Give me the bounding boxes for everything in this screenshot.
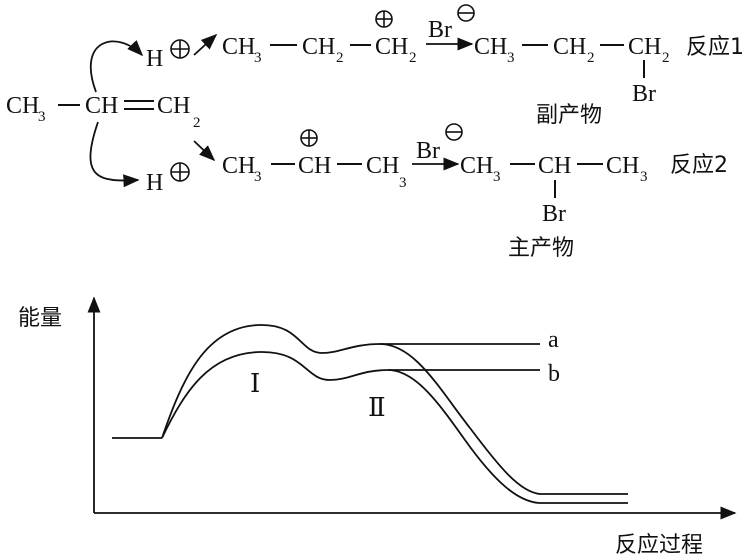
arrow-to-primary-carbocation <box>193 33 218 56</box>
proton-top-h: H <box>146 46 163 72</box>
main-product-label: 主产物 <box>508 236 574 261</box>
r2-product-ch3-right: CH <box>606 153 639 179</box>
circled-plus-icon <box>375 10 393 28</box>
r2-product-ch3-left-subscript: 3 <box>493 169 501 185</box>
r2-cation-ch3-left-subscript: 3 <box>254 169 262 185</box>
proton-bottom-h: H <box>146 170 163 196</box>
r2-product-ch3-right-subscript: 3 <box>640 169 648 185</box>
curve-a <box>161 324 628 495</box>
r1-product-br: Br <box>632 81 656 107</box>
transition-state-1-label: Ⅰ <box>250 369 260 398</box>
r1-cation-ch2: CH <box>302 34 335 60</box>
r2-cation-ch-charged: CH <box>298 153 331 179</box>
proton-bottom: H <box>146 162 190 196</box>
curve-a-label: a <box>548 327 559 353</box>
reaction2-carbocation: CH 3 CH CH 3 <box>222 129 407 191</box>
r1-cation-ch2-charged: CH <box>375 34 408 60</box>
r1-product-ch2-br: CH <box>628 34 661 60</box>
circled-minus-icon <box>445 123 463 141</box>
r2-product-br: Br <box>542 201 566 227</box>
r2-bromide-label: Br <box>416 138 440 164</box>
proton-top: H <box>146 39 190 72</box>
reaction1-label: 反应1 <box>686 35 744 60</box>
r2-cation-ch3-left: CH <box>222 153 255 179</box>
r1-cation-ch2-charged-subscript: 2 <box>409 50 417 66</box>
r1-product-ch2: CH <box>553 34 586 60</box>
reaction2-product: CH 3 CH CH 3 Br <box>460 153 648 227</box>
energy-axis-label: 能量 <box>18 306 62 331</box>
circled-plus-icon <box>170 162 190 182</box>
curved-arrow-to-bottom-proton <box>89 121 140 188</box>
reactant-ch2-subscript: 2 <box>193 115 201 131</box>
r1-cation-ch3: CH <box>222 34 255 60</box>
reaction1-carbocation: CH 3 CH 2 CH 2 <box>222 10 417 66</box>
reactant-ch3: CH <box>6 93 39 119</box>
reaction2-label: 反应2 <box>670 153 728 178</box>
r1-cation-ch2-subscript: 2 <box>336 50 344 66</box>
r2-cation-ch3-right-subscript: 3 <box>399 175 407 191</box>
r1-cation-ch3-subscript: 3 <box>254 50 262 66</box>
curve-b <box>161 351 628 504</box>
reaction1-bromide-arrow: Br <box>426 4 475 51</box>
circled-plus-icon <box>170 39 190 59</box>
curved-arrow-to-top-proton <box>89 40 144 93</box>
r1-bromide-label: Br <box>428 17 452 43</box>
reactant-propene: CH 3 CH CH 2 <box>6 93 201 131</box>
reaction2-bromide-arrow: Br <box>412 123 463 171</box>
r2-cation-ch3-right: CH <box>366 153 399 179</box>
reactant-ch3-subscript: 3 <box>38 109 46 125</box>
energy-diagram: 能量 反应过程 a b Ⅰ Ⅱ <box>18 296 737 558</box>
arrow-to-secondary-carbocation <box>193 140 216 162</box>
r2-product-ch: CH <box>538 153 571 179</box>
reactant-ch2: CH <box>157 93 190 119</box>
r1-product-ch2-subscript: 2 <box>587 50 595 66</box>
transition-state-2-label: Ⅱ <box>368 393 386 422</box>
reaction-progress-axis-label: 反应过程 <box>615 533 703 558</box>
side-product-label: 副产物 <box>536 103 602 128</box>
circled-plus-icon <box>300 129 318 147</box>
r2-product-ch3-left: CH <box>460 153 493 179</box>
reactant-ch: CH <box>85 93 118 119</box>
r1-product-ch3: CH <box>474 34 507 60</box>
r1-product-ch3-subscript: 3 <box>507 50 515 66</box>
r1-product-ch2-br-subscript: 2 <box>662 50 670 66</box>
curve-b-label: b <box>548 361 560 387</box>
reaction1-product: CH 3 CH 2 CH 2 Br <box>474 34 670 107</box>
circled-minus-icon <box>457 4 475 22</box>
